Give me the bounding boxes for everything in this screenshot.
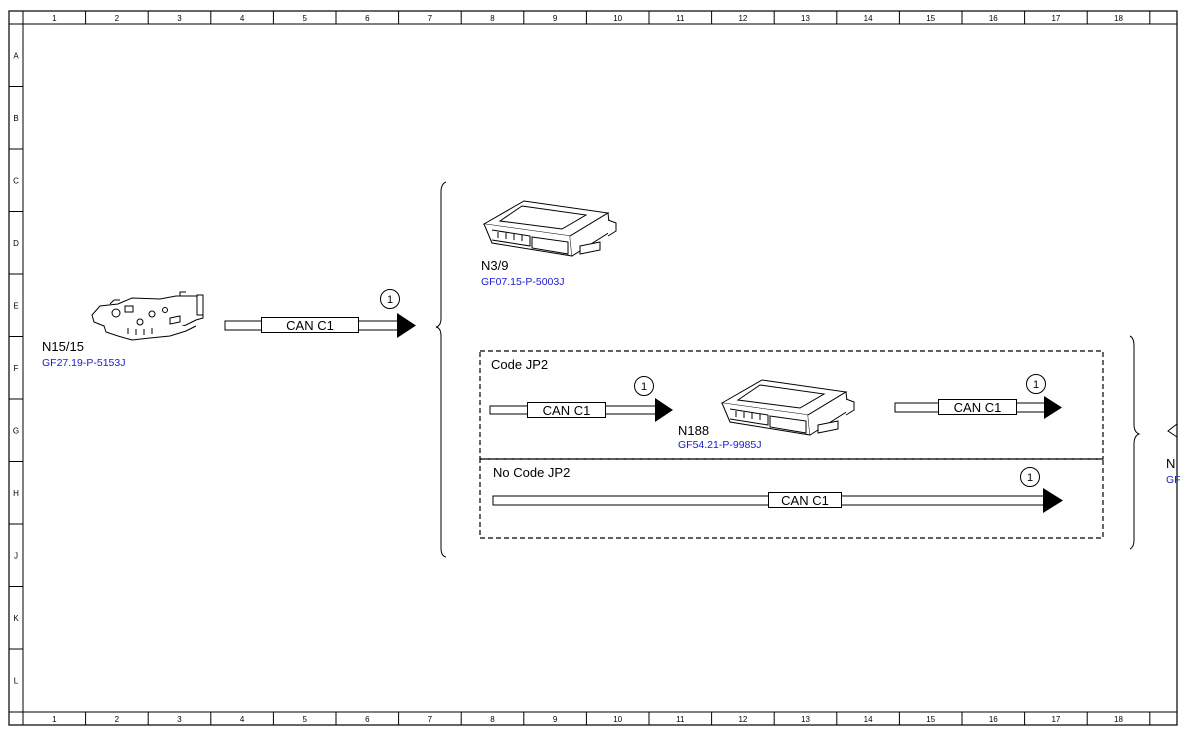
row-label: H (13, 489, 19, 498)
column-label-bottom: 5 (302, 715, 307, 724)
partial-component-label: N (1166, 456, 1176, 471)
n15-15-module-drawing[interactable] (91, 291, 204, 341)
column-label-bottom: 15 (926, 715, 935, 724)
column-label-top: 3 (177, 14, 182, 23)
column-label-bottom: 11 (676, 715, 685, 724)
column-label-bottom: 6 (365, 715, 370, 724)
column-label-bottom: 2 (115, 715, 120, 724)
partial-component-ref-link[interactable]: GF (1166, 474, 1181, 486)
column-label-top: 10 (613, 14, 622, 23)
column-label-bottom: 12 (738, 715, 747, 724)
n188-label: N188 (678, 423, 710, 438)
partial-component-drawing[interactable] (1167, 423, 1178, 438)
column-label-bottom: 14 (864, 715, 873, 724)
column-label-top: 18 (1114, 14, 1123, 23)
column-label-top: 16 (989, 14, 998, 23)
no-code-jp2-group-box (479, 458, 1104, 539)
row-label: J (14, 551, 18, 560)
column-label-top: 9 (553, 14, 558, 23)
row-label: D (13, 239, 19, 248)
code-jp2-group-box (479, 350, 1104, 460)
no-code-jp2-title: No Code JP2 (493, 465, 571, 480)
column-label-top: 7 (428, 14, 433, 23)
branch-brace-right (1129, 335, 1141, 550)
row-label: L (14, 676, 19, 685)
n3-9-label: N3/9 (481, 258, 509, 273)
n188-module-drawing[interactable] (720, 379, 855, 436)
n3-9-ref-link[interactable]: GF07.15-P-5003J (481, 276, 565, 288)
row-label: B (13, 114, 18, 123)
column-label-top: 2 (115, 14, 120, 23)
row-label: G (13, 426, 19, 435)
column-label-top: 1 (52, 14, 57, 23)
n15-15-ref-link[interactable]: GF27.19-P-5153J (42, 357, 126, 369)
column-label-bottom: 7 (428, 715, 433, 724)
can-c1-main-marker: 1 (380, 289, 400, 309)
column-label-top: 15 (926, 14, 935, 23)
column-label-bottom: 9 (553, 715, 558, 724)
can-c1-code-out-label: CAN C1 (938, 399, 1017, 415)
column-label-top: 17 (1051, 14, 1060, 23)
n3-9-module-drawing[interactable] (482, 200, 617, 257)
column-label-top: 4 (240, 14, 245, 23)
row-label: F (14, 364, 19, 373)
can-c1-code-out-marker: 1 (1026, 374, 1046, 394)
row-label: C (13, 176, 19, 185)
column-label-bottom: 1 (52, 715, 57, 724)
column-label-top: 12 (738, 14, 747, 23)
can-c1-nocode-label: CAN C1 (768, 492, 842, 508)
column-label-top: 11 (676, 14, 685, 23)
can-c1-code-in-label: CAN C1 (527, 402, 606, 418)
column-label-top: 6 (365, 14, 370, 23)
code-jp2-title: Code JP2 (491, 357, 549, 372)
row-label: A (13, 51, 19, 60)
row-label: E (13, 301, 18, 310)
column-label-top: 14 (864, 14, 873, 23)
column-label-bottom: 8 (490, 715, 495, 724)
n15-15-label: N15/15 (42, 339, 84, 354)
column-label-bottom: 4 (240, 715, 245, 724)
column-label-top: 5 (302, 14, 307, 23)
row-ruler-left: A B C D E F G H J K L (9, 51, 23, 685)
can-c1-code-in-marker: 1 (634, 376, 654, 396)
column-label-top: 13 (801, 14, 810, 23)
n188-ref-link[interactable]: GF54.21-P-9985J (678, 439, 762, 451)
branch-brace-left (435, 181, 447, 558)
column-label-bottom: 16 (989, 715, 998, 724)
column-label-bottom: 3 (177, 715, 182, 724)
column-label-bottom: 17 (1051, 715, 1060, 724)
can-c1-main-label: CAN C1 (261, 317, 359, 333)
column-label-bottom: 10 (613, 715, 622, 724)
can-c1-nocode-marker: 1 (1020, 467, 1040, 487)
column-label-top: 8 (490, 14, 495, 23)
column-label-bottom: 18 (1114, 715, 1123, 724)
column-label-bottom: 13 (801, 715, 810, 724)
row-label: K (13, 614, 19, 623)
